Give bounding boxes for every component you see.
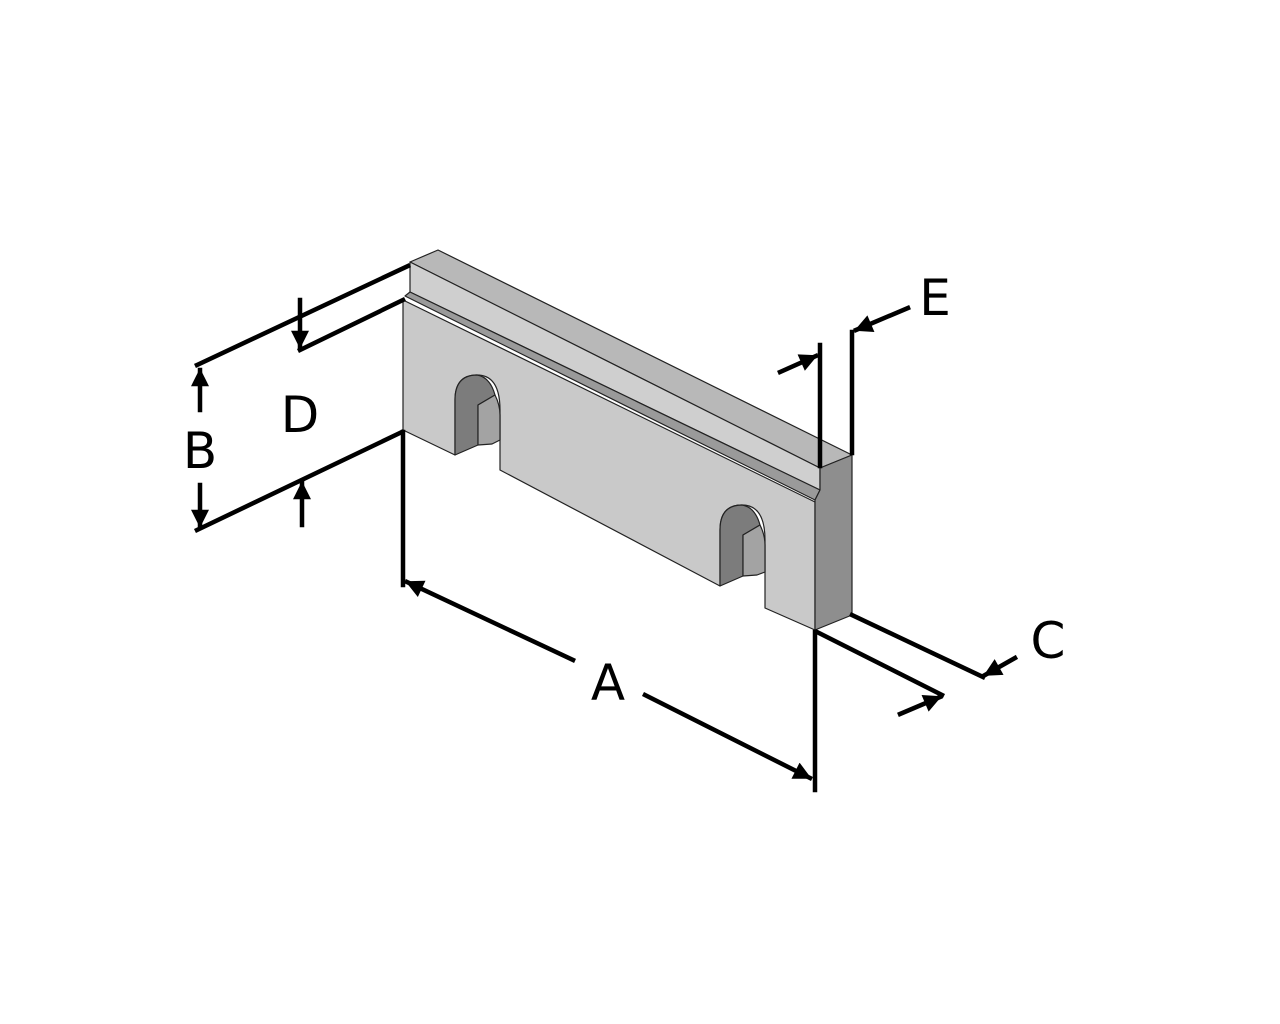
part-body: [402, 249, 853, 631]
dimension-b: B: [183, 263, 411, 534]
label-b: B: [183, 422, 217, 480]
dimension-e: E: [777, 269, 951, 469]
arch-hole-1-inner: [477, 394, 501, 446]
dimension-a: A: [400, 429, 818, 793]
arch-hole-2-inner: [742, 524, 766, 577]
label-e: E: [919, 269, 951, 327]
dimension-d: D: [281, 296, 407, 528]
part-side-face: [814, 454, 853, 631]
dimension-c: C: [813, 612, 1066, 717]
label-a: A: [591, 654, 625, 712]
label-c: C: [1031, 612, 1066, 670]
label-d: D: [281, 386, 320, 444]
